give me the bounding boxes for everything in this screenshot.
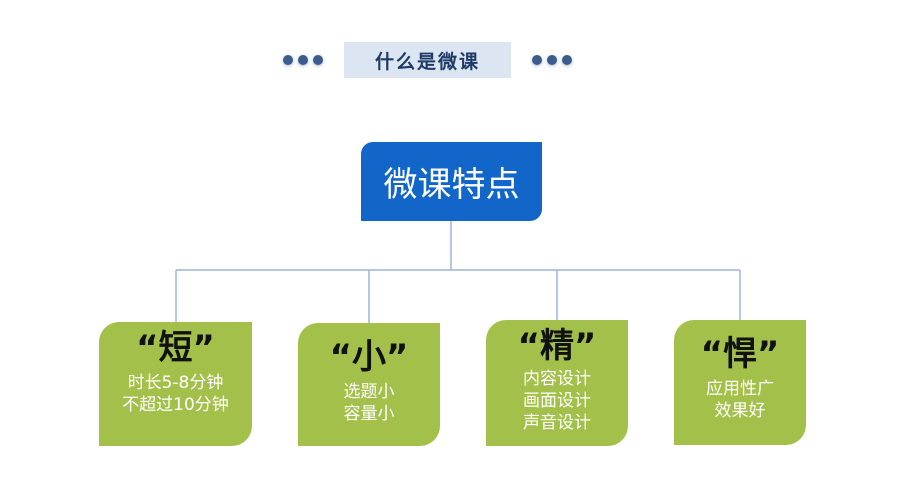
dot-icon bbox=[532, 55, 542, 65]
dot-icon bbox=[313, 55, 323, 65]
dot-icon bbox=[562, 55, 572, 65]
card-line: 容量小 bbox=[343, 404, 395, 424]
card-keyword: “短” bbox=[136, 328, 215, 368]
decorative-dots-right bbox=[532, 55, 572, 65]
card-keyword: “悍” bbox=[700, 334, 780, 374]
feature-card-refined: “精” 内容设计 画面设计 声音设计 bbox=[486, 320, 628, 446]
card-line: 不超过10分钟 bbox=[122, 395, 229, 415]
card-line: 效果好 bbox=[714, 401, 766, 421]
dot-icon bbox=[298, 55, 308, 65]
card-keyword: “精” bbox=[517, 326, 597, 366]
card-line: 应用性广 bbox=[706, 379, 774, 399]
card-line: 内容设计 bbox=[523, 369, 591, 389]
card-keyword: “小” bbox=[329, 337, 409, 377]
feature-card-small: “小” 选题小 容量小 bbox=[298, 323, 440, 446]
root-node: 微课特点 bbox=[361, 142, 542, 221]
card-line: 时长5-8分钟 bbox=[127, 373, 224, 393]
feature-card-strong: “悍” 应用性广 效果好 bbox=[674, 320, 806, 445]
dot-icon bbox=[283, 55, 293, 65]
card-line: 选题小 bbox=[343, 382, 395, 402]
dot-icon bbox=[547, 55, 557, 65]
decorative-dots-left bbox=[283, 55, 323, 65]
feature-card-short: “短” 时长5-8分钟 不超过10分钟 bbox=[99, 322, 252, 446]
card-line: 画面设计 bbox=[523, 391, 591, 411]
page-title: 什么是微课 bbox=[344, 42, 511, 78]
card-line: 声音设计 bbox=[523, 413, 591, 433]
